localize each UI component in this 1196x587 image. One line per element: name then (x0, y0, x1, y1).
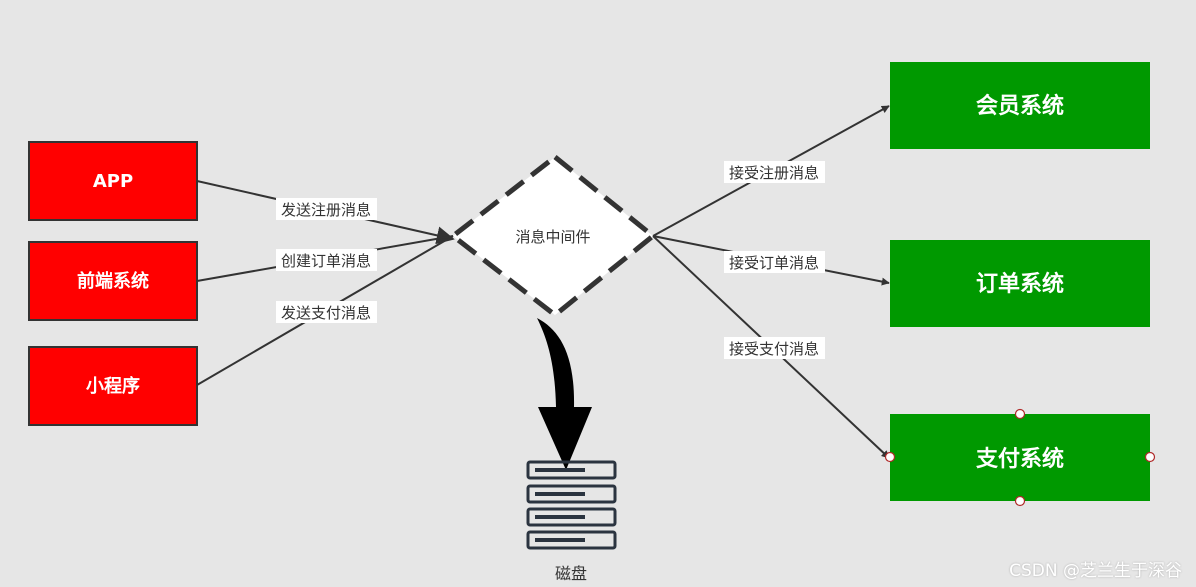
middleware-node[interactable]: 消息中间件 (448, 153, 657, 319)
edge-label-register-receive: 接受注册消息 (724, 161, 825, 183)
source-app-label: APP (93, 171, 133, 192)
edge-label-text: 创建订单消息 (281, 252, 371, 270)
target-member[interactable]: 会员系统 (890, 62, 1150, 149)
source-miniprogram-label: 小程序 (86, 375, 140, 397)
edge-label-register-send: 发送注册消息 (276, 198, 377, 220)
resize-handle-top[interactable] (1014, 408, 1026, 420)
edge-label-order-receive: 接受订单消息 (724, 251, 825, 273)
edge-label-order-create: 创建订单消息 (276, 249, 377, 271)
source-frontend[interactable]: 前端系统 (28, 241, 198, 321)
edge-label-payment-receive: 接受支付消息 (724, 337, 825, 359)
disk-label: 磁盘 (555, 564, 587, 583)
source-app[interactable]: APP (28, 141, 198, 221)
edge-label-text: 接受注册消息 (729, 164, 819, 182)
target-payment[interactable]: 支付系统 (884, 408, 1156, 507)
target-member-label: 会员系统 (976, 93, 1064, 119)
server-stack-icon[interactable] (526, 460, 617, 550)
target-payment-label: 支付系统 (976, 446, 1064, 472)
resize-handle-right[interactable] (1144, 451, 1156, 463)
target-order[interactable]: 订单系统 (890, 240, 1150, 327)
watermark: CSDN @芝兰生于深谷 (1009, 561, 1182, 581)
source-miniprogram[interactable]: 小程序 (28, 346, 198, 426)
edge-label-text: 发送注册消息 (281, 201, 371, 219)
edge-label-payment-send: 发送支付消息 (276, 301, 377, 323)
edge-label-text: 接受支付消息 (729, 340, 819, 358)
edge-label-text: 发送支付消息 (281, 304, 371, 322)
resize-handle-bottom[interactable] (1014, 495, 1026, 507)
target-order-label: 订单系统 (976, 271, 1064, 297)
source-frontend-label: 前端系统 (77, 270, 149, 292)
middleware-label: 消息中间件 (515, 228, 590, 246)
resize-handle-left[interactable] (884, 451, 896, 463)
edge-label-text: 接受订单消息 (729, 254, 819, 272)
outgoing-edges (652, 105, 890, 459)
persist-arrow (537, 318, 592, 470)
